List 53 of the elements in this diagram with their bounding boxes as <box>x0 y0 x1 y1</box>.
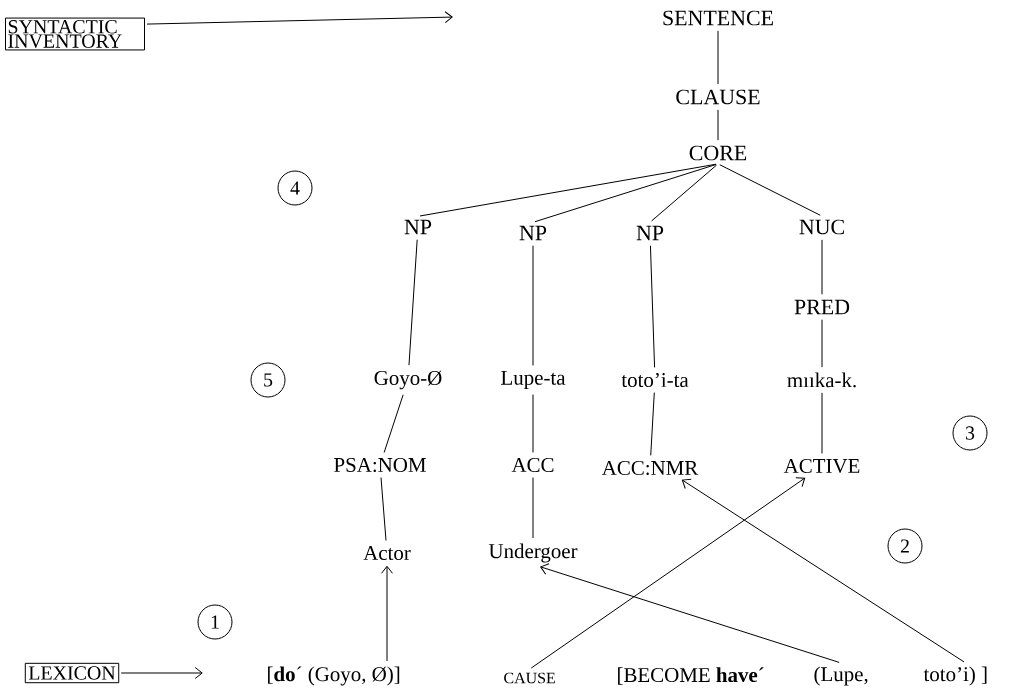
tree-label: NP <box>636 225 664 241</box>
tree-branch <box>821 392 823 454</box>
tree-label: toto’i) ] <box>923 666 987 686</box>
tree-label: PRED <box>794 299 850 315</box>
tree-branch <box>651 164 717 222</box>
tree-label: [do´ (Goyo, Ø)] <box>268 666 400 686</box>
tree-label: NP <box>519 225 547 241</box>
tree-branch <box>532 477 534 539</box>
arrow <box>681 478 965 663</box>
tree-branch <box>719 164 821 216</box>
tree-label: SENTENCE <box>663 10 773 26</box>
callout-number: 2 <box>887 528 923 564</box>
tree-branch <box>649 245 656 368</box>
arrow <box>540 563 840 663</box>
tree-label: mııka-k. <box>787 372 856 388</box>
tree-label: CLAUSE <box>676 89 760 105</box>
tree-label: Lupe-ta <box>501 370 566 390</box>
tree-branch <box>534 163 717 223</box>
tree-label: NUC <box>799 219 844 235</box>
callout-number: 1 <box>197 604 233 640</box>
arrow <box>120 667 203 679</box>
boxed-label: SYNTACTIC INVENTORY <box>5 17 145 51</box>
tree-branch <box>419 163 717 217</box>
tree-branch <box>821 239 823 295</box>
tree-label: NP <box>404 219 432 235</box>
tree-branch <box>821 319 823 368</box>
tree-label: toto’i-ta <box>621 372 689 388</box>
tree-branch <box>383 394 404 454</box>
tree-label: CORE <box>689 145 747 161</box>
tree-branch <box>408 239 418 366</box>
callout-number: 5 <box>250 362 286 398</box>
tree-label: Undergoer <box>488 543 578 563</box>
arrow <box>530 477 806 669</box>
tree-branch <box>717 30 719 85</box>
tree-label: CAUSE <box>504 672 555 684</box>
tree-branch <box>650 392 655 456</box>
tree-branch <box>380 477 387 541</box>
callout-number: 3 <box>952 415 988 451</box>
tree-label: PSA:NOM <box>334 457 426 473</box>
tree-label: [BECOME have´ <box>618 667 764 685</box>
tree-branch <box>717 109 719 141</box>
tree-label: Actor <box>363 546 411 560</box>
tree-label: ACC <box>511 457 554 473</box>
boxed-label: LEXICON <box>24 662 120 684</box>
tree-label: (Lupe, <box>814 666 868 686</box>
tree-label: ACC:NMR <box>601 460 699 476</box>
callout-number: 4 <box>277 170 313 206</box>
tree-branch <box>532 245 534 366</box>
tree-branch <box>532 394 534 453</box>
arrow <box>381 565 393 662</box>
tree-label: ACTIVE <box>783 458 860 474</box>
arrow <box>146 11 453 25</box>
tree-label: Goyo-Ø <box>374 370 442 390</box>
